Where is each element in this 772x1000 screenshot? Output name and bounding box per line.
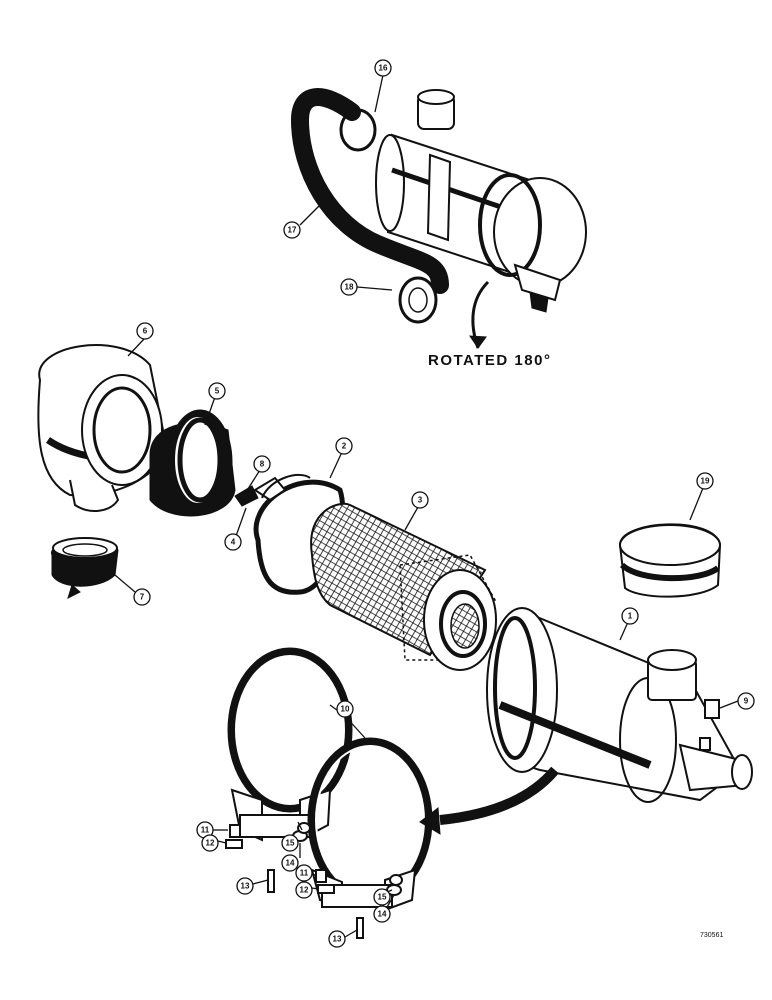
callout-1: 1 <box>621 607 639 625</box>
hose-end-opening <box>408 287 428 313</box>
clamp-latch <box>253 476 287 502</box>
callout-16: 16 <box>374 59 392 77</box>
callout-12b-label: 12 <box>300 886 309 895</box>
filter-element-3 <box>310 502 497 671</box>
callout-11a-label: 11 <box>201 826 210 835</box>
rotation-arrowhead <box>469 335 487 349</box>
bolt-13b <box>356 917 364 939</box>
callout-14a-label: 14 <box>286 859 295 868</box>
callout-11b: 11 <box>295 864 313 882</box>
mounting-band <box>426 153 452 242</box>
callout-9: 9 <box>737 692 755 710</box>
wing-nut-8 <box>234 485 259 507</box>
bolt-11b <box>315 869 327 883</box>
callout-6: 6 <box>136 322 154 340</box>
callout-8-label: 8 <box>260 460 265 469</box>
dust-valve <box>529 291 549 313</box>
nut-15 <box>297 822 311 834</box>
dust-cup <box>513 263 562 302</box>
callout-15b-label: 15 <box>378 893 387 902</box>
callout-17-label: 17 <box>288 226 297 235</box>
callout-4-label: 4 <box>231 538 236 547</box>
callout-15a: 15 <box>281 834 299 852</box>
hose-clamp-16 <box>339 108 377 152</box>
callout-9-label: 9 <box>744 697 749 706</box>
callout-12a: 12 <box>201 834 219 852</box>
callout-13a: 13 <box>236 877 254 895</box>
cap-top <box>417 89 455 105</box>
callout-15b: 15 <box>373 888 391 906</box>
callout-13a-label: 13 <box>241 882 250 891</box>
mounting-bands-10 <box>227 647 433 912</box>
cover-rim <box>478 173 542 277</box>
callout-8: 8 <box>253 455 271 473</box>
callout-18-label: 18 <box>345 283 354 292</box>
callout-10-label: 10 <box>341 705 350 714</box>
callout-14b-label: 14 <box>378 910 387 919</box>
callout-6-label: 6 <box>143 327 148 336</box>
nut-12 <box>225 839 243 849</box>
callout-1-label: 1 <box>628 612 633 621</box>
callout-12b: 12 <box>295 881 313 899</box>
callout-12a-label: 12 <box>206 839 215 848</box>
body-end <box>375 134 405 232</box>
callout-4: 4 <box>224 533 242 551</box>
callout-15a-label: 15 <box>286 839 295 848</box>
callout-19: 19 <box>696 472 714 490</box>
callout-2-label: 2 <box>342 442 347 451</box>
assembly-arrowhead <box>419 807 441 835</box>
callout-3-label: 3 <box>418 496 423 505</box>
drawing-number: 730561 <box>700 932 723 939</box>
precleaner-cup-6 <box>37 344 167 512</box>
rotated-label: ROTATED 180° <box>428 352 551 369</box>
bolt-11 <box>229 824 241 838</box>
bolt-13 <box>267 869 275 893</box>
callout-5: 5 <box>208 382 226 400</box>
callout-10: 10 <box>336 700 354 718</box>
leader-lines <box>114 74 739 938</box>
callout-19-label: 19 <box>701 477 710 486</box>
callout-3: 3 <box>411 491 429 509</box>
callout-7-label: 7 <box>140 593 145 602</box>
callout-16-label: 16 <box>379 64 388 73</box>
callout-5-label: 5 <box>215 387 220 396</box>
assembly-arrow <box>439 766 559 825</box>
gasket-5 <box>149 409 236 517</box>
callout-18: 18 <box>340 278 358 296</box>
nut-12b <box>317 884 335 894</box>
callout-13b: 13 <box>328 930 346 948</box>
nut-15b <box>389 874 403 886</box>
callout-7: 7 <box>133 588 151 606</box>
callout-14b: 14 <box>373 905 391 923</box>
callouts: 16 17 18 6 5 7 8 4 2 3 19 1 9 10 11 12 1… <box>133 59 755 948</box>
air-cleaner-body-1 <box>486 607 753 803</box>
precleaner-cap-19 <box>618 523 722 598</box>
intake-hose-17 <box>290 88 449 294</box>
callout-14a: 14 <box>281 854 299 872</box>
callout-17: 17 <box>283 221 301 239</box>
callout-13b-label: 13 <box>333 935 342 944</box>
dust-valve-7 <box>51 537 119 599</box>
callout-11b-label: 11 <box>300 869 309 878</box>
callout-2: 2 <box>335 437 353 455</box>
rotated-assembly-view <box>290 88 587 324</box>
